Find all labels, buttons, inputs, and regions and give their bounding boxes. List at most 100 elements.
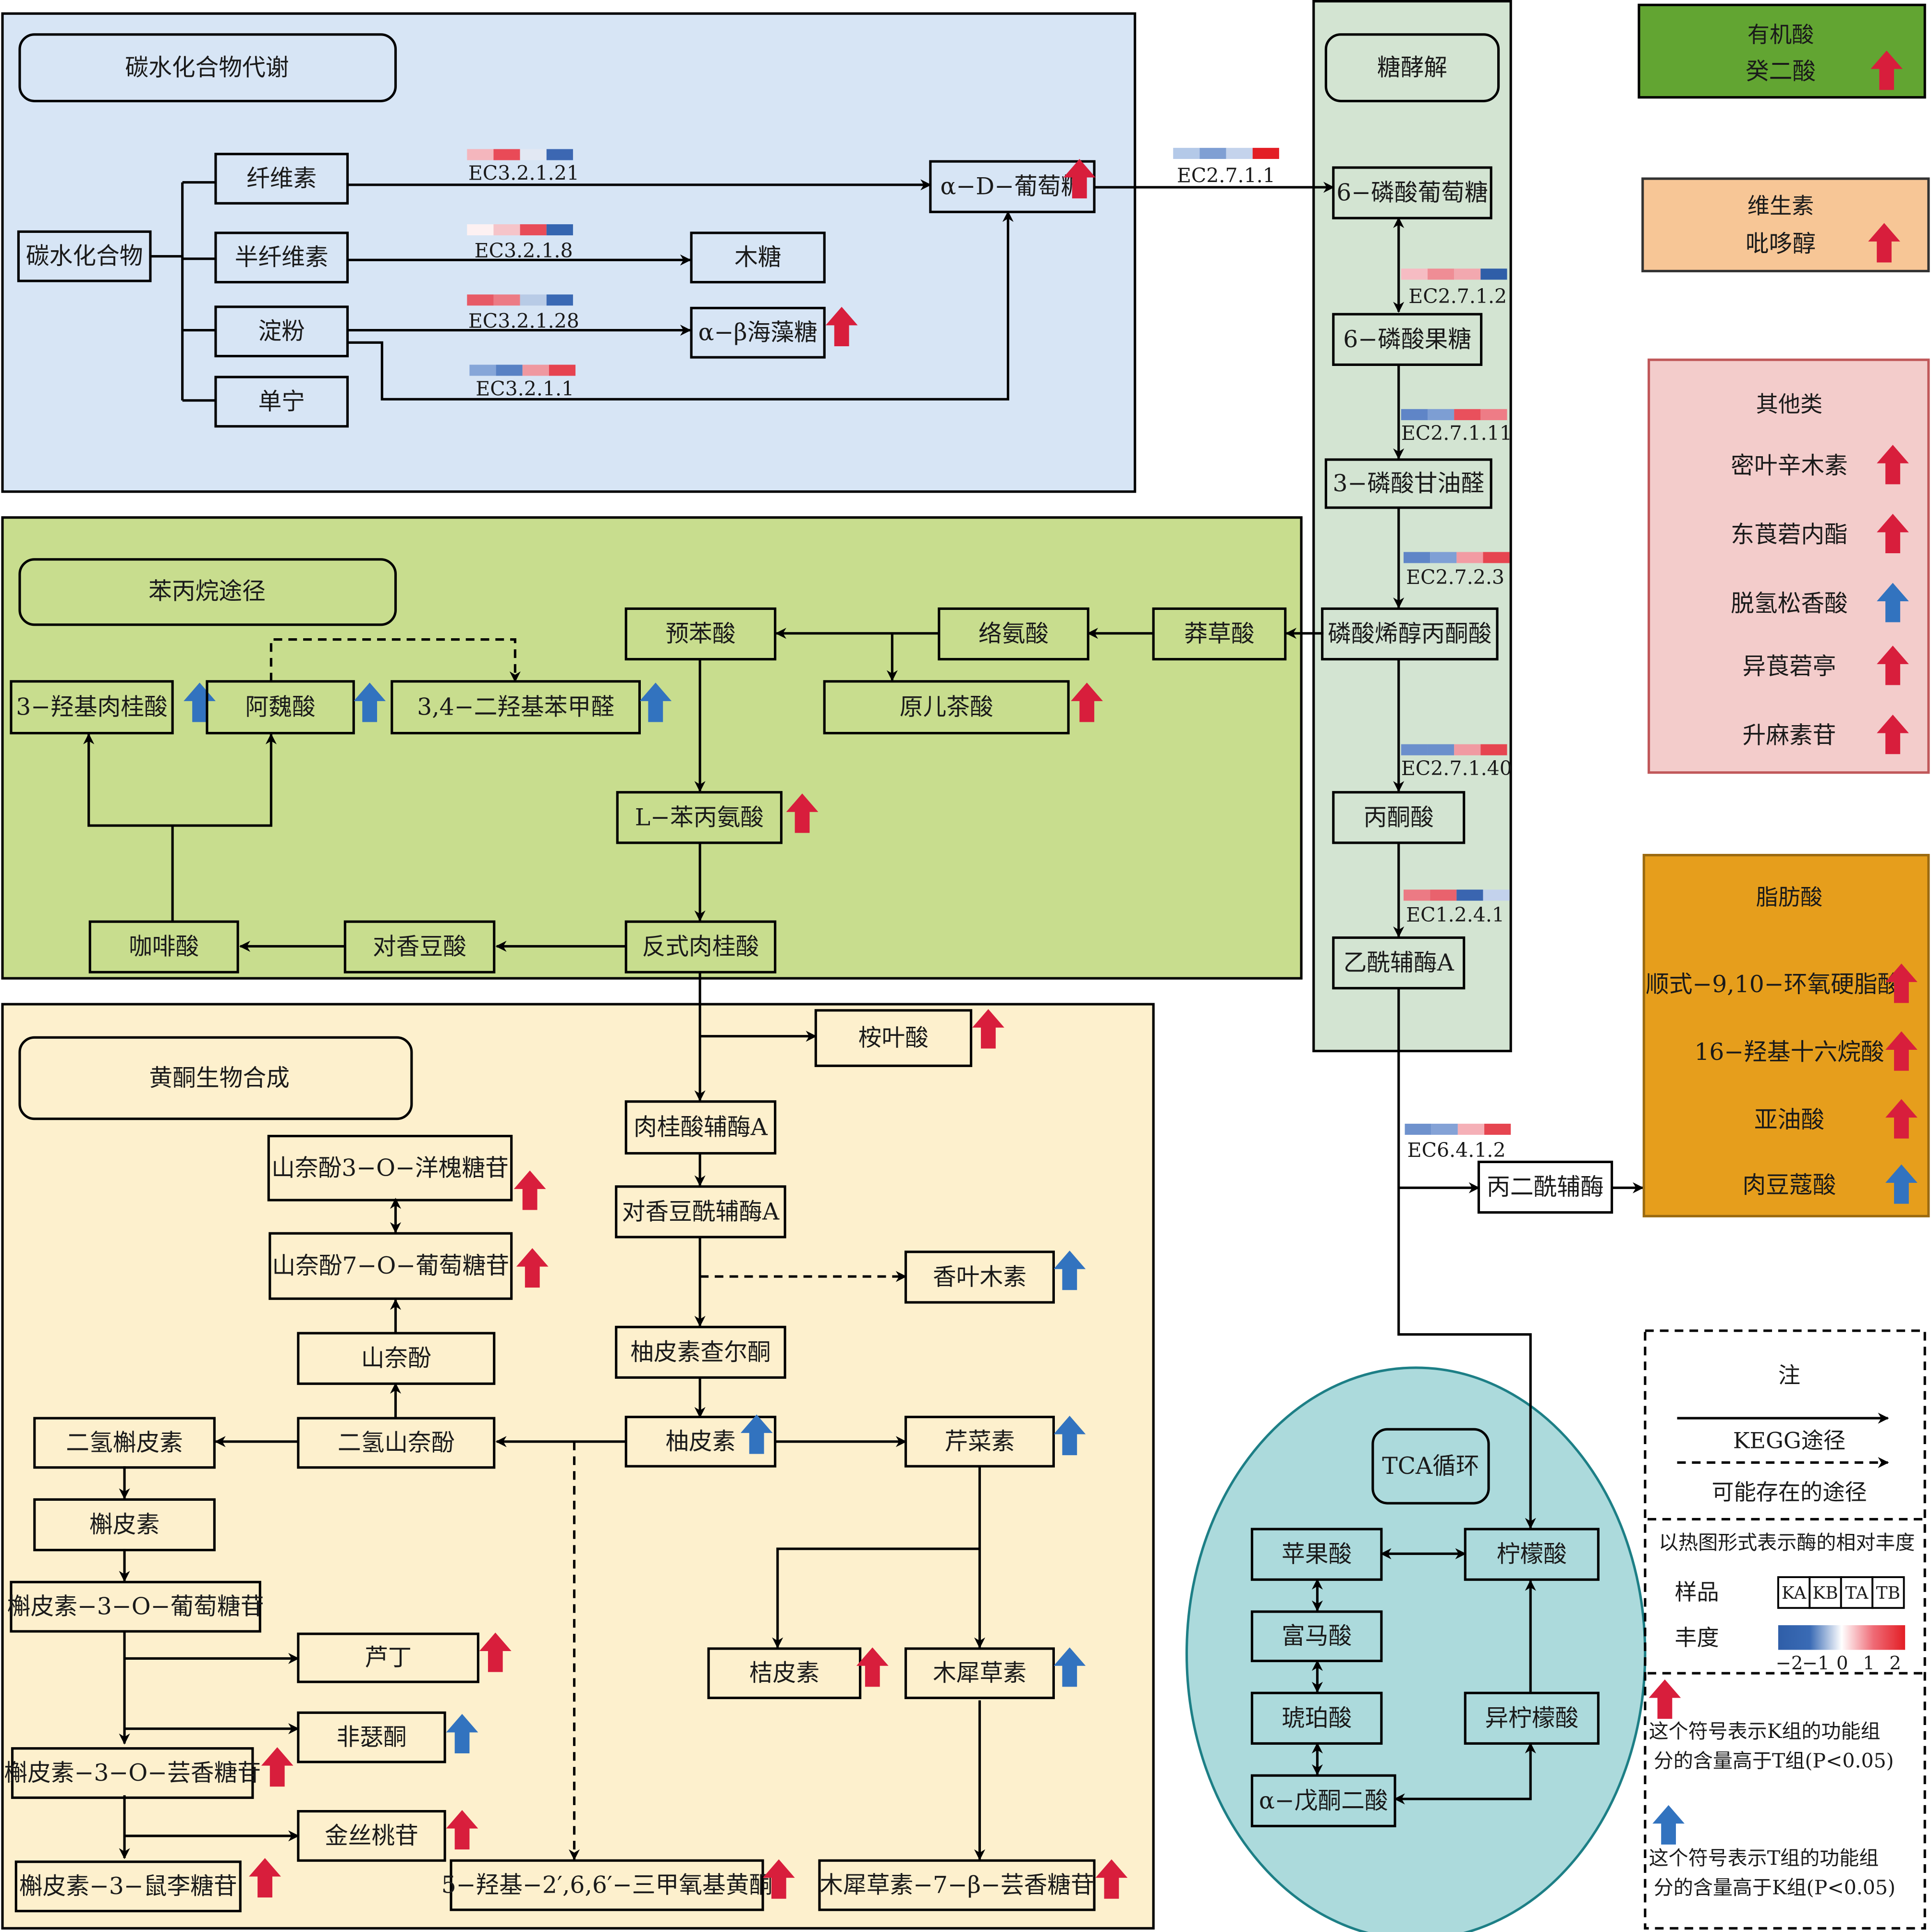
node-phenylalanine: L−苯丙氨酸: [616, 791, 819, 844]
enzyme-ec-3-2-1-21: EC3.2.1.21: [467, 149, 579, 185]
enzyme-ec-1-2-4-1: EC1.2.4.1: [1404, 889, 1510, 926]
heatmap-cell: [1457, 1123, 1485, 1135]
node-label: 非瑟酮: [336, 1724, 406, 1751]
node-malate: 苹果酸: [1250, 1528, 1383, 1581]
up-arrow-red-icon: [1870, 50, 1903, 90]
up-arrow-blue-icon: [1652, 1805, 1685, 1845]
node-box: [1250, 1691, 1383, 1745]
up-arrow-red-icon: [446, 1810, 478, 1850]
node-starch: 淀粉: [214, 305, 349, 358]
node-box: [1332, 313, 1483, 366]
section-title-tca: TCA循环: [1371, 1428, 1490, 1505]
node-quercetin-rutinoside: 槲皮素−3−O−芸香糖苷: [4, 1747, 293, 1799]
node-label: 山奈酚3−O−洋槐糖苷: [271, 1154, 509, 1181]
node-box: [343, 920, 496, 973]
node-label: α−β海藻糖: [698, 319, 818, 346]
up-arrow-red-icon: [1877, 645, 1909, 685]
heatmap-cell: [493, 224, 520, 236]
up-arrow-red-icon: [479, 1632, 512, 1672]
heatmap-cell: [1428, 744, 1454, 755]
section-title-flavonoid: 黄酮生物合成: [18, 1036, 413, 1120]
up-arrow-red-icon: [856, 1647, 889, 1687]
enzyme-label: EC2.7.1.2: [1408, 285, 1507, 308]
svg-text:KB: KB: [1812, 1583, 1838, 1603]
node-label: 柚皮素: [665, 1428, 735, 1455]
node-label: 木犀草素−7−β−芸香糖苷: [819, 1872, 1094, 1899]
up-k-desc-line2: 分的含量高于T组(P<0.05): [1654, 1749, 1894, 1772]
heatmap-cell: [496, 365, 523, 376]
node-citrate: 柠檬酸: [1464, 1528, 1600, 1581]
up-arrow-red-icon: [1885, 1031, 1918, 1071]
node-label: 6−磷酸葡萄糖: [1336, 180, 1488, 207]
enzyme-ec-2-7-1-11: EC2.7.1.11: [1401, 409, 1512, 445]
enzyme-ec-2-7-1-40: EC2.7.1.40: [1401, 744, 1512, 780]
node-box: [297, 1711, 446, 1763]
node-box: [391, 680, 641, 735]
heatmap-cell: [520, 224, 547, 236]
node-label: 二氢槲皮素: [66, 1429, 183, 1456]
node-coumaroylcoa: 对香豆酰辅酶A: [615, 1185, 786, 1239]
heatmap-cell: [1428, 268, 1454, 280]
up-arrow-blue-icon: [1053, 1251, 1086, 1290]
glycolysis-section: [1312, 0, 1512, 1053]
node-dihydroquercetin: 二氢槲皮素: [33, 1417, 216, 1469]
node-label: 琥珀酸: [1282, 1705, 1352, 1732]
node-box: [10, 680, 174, 735]
node-box: [214, 305, 349, 358]
node-dihydrokaempferol: 二氢山奈酚: [297, 1417, 496, 1469]
node-carb: 碳水化合物: [17, 230, 152, 282]
node-label: 碳水化合物: [26, 243, 143, 270]
node-label: 肉桂酸辅酶A: [634, 1114, 768, 1141]
heatmap-cell: [1401, 409, 1428, 420]
node-cinnamic: 反式肉桂酸: [624, 920, 777, 973]
node-label: L−苯丙氨酸: [635, 804, 764, 831]
scale-tick: 0: [1836, 1653, 1848, 1674]
node-box: [1332, 936, 1466, 990]
enzyme-ec-2-7-1-1: EC2.7.1.1: [1173, 147, 1279, 187]
carbohydrate-section: [1, 12, 1137, 493]
up-arrow-red-icon: [1071, 682, 1103, 722]
panel-title: 其他类: [1756, 391, 1822, 417]
svg-text:TCA循环: TCA循环: [1382, 1453, 1479, 1480]
sample-cell-tb: TB: [1871, 1576, 1905, 1609]
node-pyruvate: 丙酮酸: [1332, 791, 1466, 844]
node-box: [707, 1647, 862, 1700]
heatmap-cell: [1405, 1123, 1431, 1135]
node-label: 槲皮素: [89, 1511, 159, 1538]
enzyme-label: EC2.7.1.11: [1401, 422, 1512, 445]
up-arrow-red-icon: [1877, 445, 1909, 485]
node-label: 莽草酸: [1184, 620, 1254, 647]
node-label: 对香豆酸: [373, 934, 466, 960]
up-arrow-blue-icon: [446, 1713, 478, 1753]
node-box: [690, 231, 826, 284]
enzyme-label: EC3.2.1.21: [468, 162, 579, 185]
node-label: 富马酸: [1282, 1623, 1352, 1650]
section-title-carbohydrate: 碳水化合物代谢: [18, 33, 397, 102]
node-label: 槲皮素−3−鼠李糖苷: [19, 1873, 237, 1900]
heatmap-cell: [1404, 889, 1430, 901]
up-arrow-blue-icon: [1877, 583, 1909, 622]
enzyme-label: EC2.7.1.40: [1401, 757, 1512, 780]
heatmap-cell: [520, 149, 547, 160]
node-eucalyptic: 桉叶酸: [814, 1009, 1004, 1067]
node-box: [33, 1498, 216, 1552]
heatmap-cell: [1454, 268, 1481, 280]
svg-text:TB: TB: [1876, 1583, 1900, 1603]
heatmap-cell: [1431, 1123, 1458, 1135]
node-label: 丙二酰辅酶: [1487, 1174, 1604, 1201]
svg-text:糖酵解: 糖酵解: [1377, 54, 1447, 81]
node-label: α−戊酮二酸: [1259, 1787, 1388, 1814]
node-label: 反式肉桂酸: [642, 934, 759, 960]
scale-tick: 2: [1889, 1653, 1901, 1674]
node-hemicellulose: 半纤维素: [214, 231, 349, 284]
possible-label: 可能存在的途径: [1711, 1479, 1867, 1505]
node-shikimate: 莽草酸: [1152, 607, 1287, 661]
phenylpropanoid-section: [1, 516, 1303, 980]
heatmap-cell: [1456, 552, 1483, 563]
up-arrow-red-icon: [825, 306, 858, 346]
heatmap-cell: [1199, 147, 1226, 159]
node-cellulose: 纤维素: [214, 153, 349, 205]
node-kaempferol: 山奈酚: [297, 1332, 496, 1385]
enzyme-label: EC2.7.1.1: [1177, 164, 1275, 187]
node-label: 半纤维素: [235, 244, 329, 271]
